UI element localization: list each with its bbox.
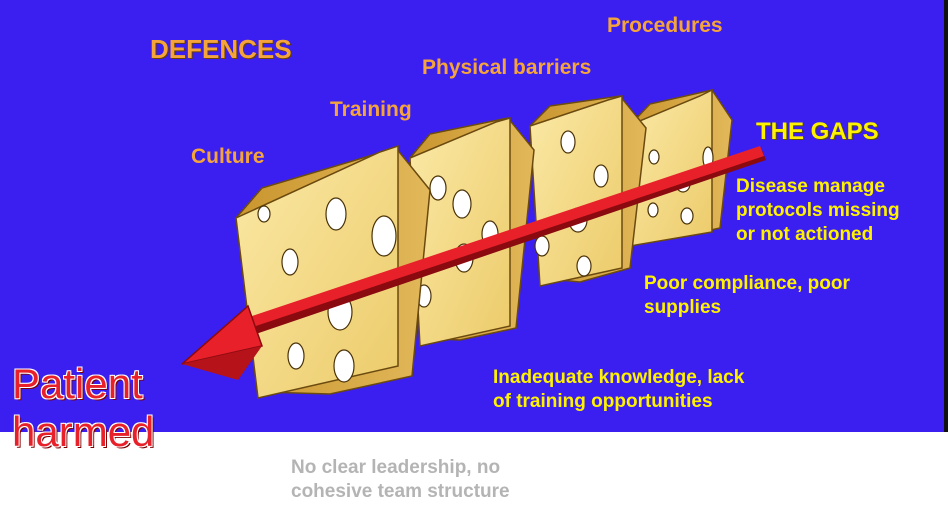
cheese-slice-culture — [235, 144, 431, 399]
gaps-heading: THE GAPS — [756, 118, 879, 145]
gap-label-culture: No clear leadership, no cohesive team st… — [291, 457, 510, 502]
cheese-hole — [287, 342, 305, 370]
cheese-hole — [680, 207, 694, 225]
layer-label-culture: Culture — [191, 145, 265, 168]
gap-label-procedures: Disease manage protocols missing or not … — [736, 176, 900, 245]
cheese-hole — [534, 235, 550, 257]
cheese-slice-procedures — [629, 88, 733, 247]
layer-label-training: Training — [330, 98, 412, 121]
slide-frame-edge — [944, 0, 948, 432]
defences-heading: DEFENCES — [150, 34, 292, 64]
arrow-head-shade — [182, 346, 262, 380]
hazard-arrow — [181, 146, 766, 380]
cheese-slice-physical-barriers — [529, 95, 647, 287]
cheese-hole — [576, 255, 592, 277]
cheese-hole — [429, 175, 447, 201]
cheese-hole — [281, 248, 299, 276]
cheese-hole — [593, 164, 609, 188]
cheese-hole — [648, 149, 660, 165]
cheese-hole — [325, 197, 347, 231]
cheese-hole — [647, 202, 659, 218]
arrow-shaft — [240, 146, 764, 330]
layer-label-physical-barriers: Physical barriers — [422, 56, 592, 79]
cheese-slice-training — [409, 117, 535, 347]
cheese-hole — [333, 349, 355, 383]
cheese-hole — [560, 130, 576, 154]
gap-label-physical-barriers: Poor compliance, poor supplies — [644, 273, 850, 318]
layer-label-procedures: Procedures — [607, 14, 723, 37]
cheese-hole — [452, 189, 472, 219]
outcome-label: Patient harmed — [12, 360, 155, 455]
cheese-hole — [257, 205, 271, 223]
cheese-hole — [371, 215, 397, 257]
gap-label-training: Inadequate knowledge, lack of training o… — [493, 367, 745, 412]
